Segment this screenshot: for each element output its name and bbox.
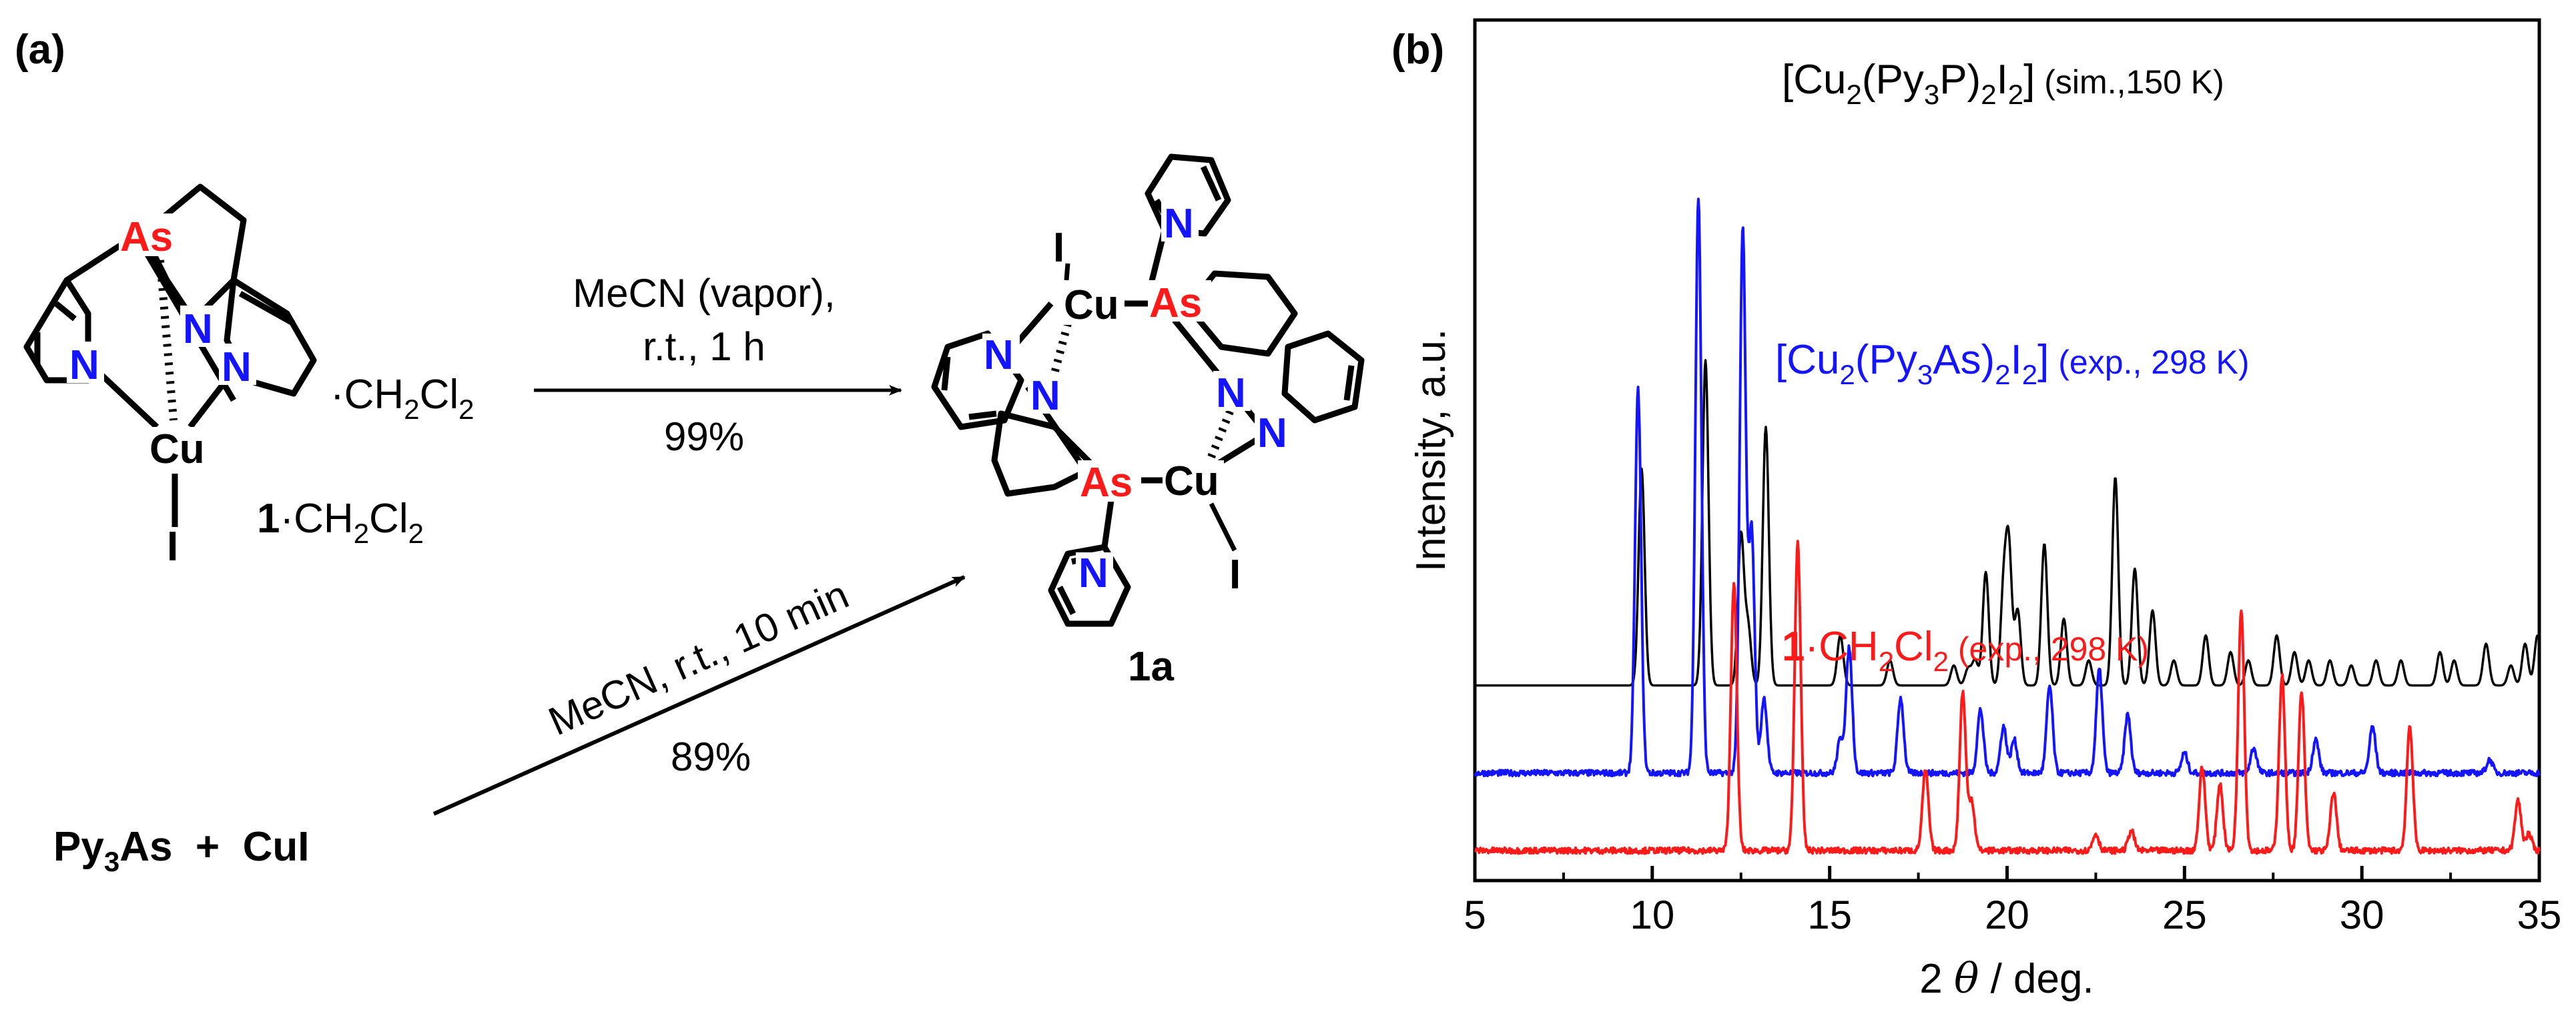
product-atom-n-bottom: N [1078, 550, 1108, 596]
x-tick-label: 30 [2340, 893, 2384, 937]
product-pyridine-bottom [1048, 544, 1131, 627]
product-atom-cu-top: Cu [1064, 282, 1119, 328]
compound-1-atom-n-right: N [222, 344, 252, 390]
reactants-label: Py3As + CuI [53, 824, 309, 877]
arrow-1-condition-line1: MeCN (vapor), [573, 271, 835, 316]
product-pyridine-top [1145, 153, 1231, 237]
product-pyridine-left [931, 330, 1024, 430]
series-line-2 [1474, 540, 2541, 855]
compound-1-label: 1·CH2Cl2 [257, 496, 424, 549]
series-label-black: [Cu2(Py3P)2I2] (sim.,150 K) [1782, 57, 2224, 110]
series-layer [1474, 197, 2541, 855]
y-axis-label: Intensity, a.u. [1408, 329, 1454, 572]
product-bond-cu-n-hashed [1050, 322, 1072, 375]
compound-1-atom-labels: As N N N Cu I [67, 213, 256, 570]
arrow-2 [432, 575, 966, 816]
compound-1-atom-n-left: N [69, 342, 99, 388]
product-bond-i-cu-top [1064, 263, 1070, 281]
panel-a-label: (a) [15, 27, 65, 73]
compound-1-atom-as: As [120, 214, 173, 260]
x-tick-label: 20 [1985, 893, 2029, 937]
product-1a-label: 1a [1128, 644, 1174, 690]
arrow-2-condition: MeCN, r.t., 10 min [542, 572, 855, 744]
product-atom-n-right: N [1257, 410, 1287, 456]
product-atom-i-bottom: I [1229, 552, 1241, 598]
bond-n-cu-right [188, 382, 226, 429]
series-label-blue: [Cu2(Py3As)2I2] (exp., 298 K) [1775, 337, 2250, 390]
compound-1-atom-n-middle: N [183, 306, 213, 352]
compound-1-atom-cu: Cu [149, 426, 205, 472]
x-tick-label: 15 [1807, 893, 1852, 937]
compound-1-solvate: ·CH2Cl2 [330, 372, 474, 425]
product-atom-n-left: N [984, 332, 1014, 378]
panel-b-chart: (b) 5 10 15 20 25 30 35 [Cu2(Py3P)2I2] (sim.,1… [1391, 18, 2561, 1003]
panel-a-scheme: (a) As N N N Cu I [15, 27, 1365, 877]
x-axis-label: 2 θ / deg. [1919, 954, 2094, 1003]
arrow-1-condition-line2: r.t., 1 h [643, 324, 765, 369]
series-line-0 [1474, 359, 2541, 687]
x-tick-label: 35 [2517, 893, 2562, 937]
product-atom-n-top: N [1164, 201, 1194, 247]
arrow-2-yield: 89% [671, 734, 751, 779]
x-axis: 5 10 15 20 25 30 35 [1464, 866, 2561, 937]
product-atom-as-bottom: As [1080, 460, 1133, 506]
panel-b-label: (b) [1391, 27, 1444, 73]
bond-as-pyridine-left [65, 243, 122, 283]
series-label-red: 1·CH2Cl2 (exp., 298 K) [1782, 624, 2149, 677]
x-tick-label: 25 [2162, 893, 2207, 937]
product-bond-cu-i-bottom [1209, 502, 1237, 552]
product-bond-cu-n-right-hashed [1207, 398, 1239, 459]
product-atom-i-top: I [1053, 225, 1064, 271]
arrow-1-yield: 99% [664, 414, 744, 459]
product-atom-n-middle: N [1030, 373, 1060, 419]
product-atom-as-top: As [1149, 280, 1202, 326]
compound-1-pyridine-right-ring [224, 277, 317, 397]
x-tick-label: 10 [1630, 893, 1674, 937]
compound-1-pyridine-left-ring [23, 277, 91, 384]
bond-n-cu-left [97, 371, 159, 430]
product-bond-cu-n-right [1216, 434, 1263, 466]
product-1a-atom-labels: N I Cu As N N N N As Cu N I [982, 201, 1292, 598]
product-atom-cu-bottom: Cu [1164, 458, 1219, 504]
compound-1-atom-i: I [167, 524, 178, 570]
x-tick-label: 5 [1464, 893, 1486, 937]
series-line-1 [1474, 197, 2541, 778]
product-pyridine-back-right [1185, 270, 1298, 357]
product-pyridine-right [1281, 330, 1365, 424]
product-1a-structure [931, 153, 1365, 627]
product-atom-n-right-back: N [1216, 370, 1246, 416]
